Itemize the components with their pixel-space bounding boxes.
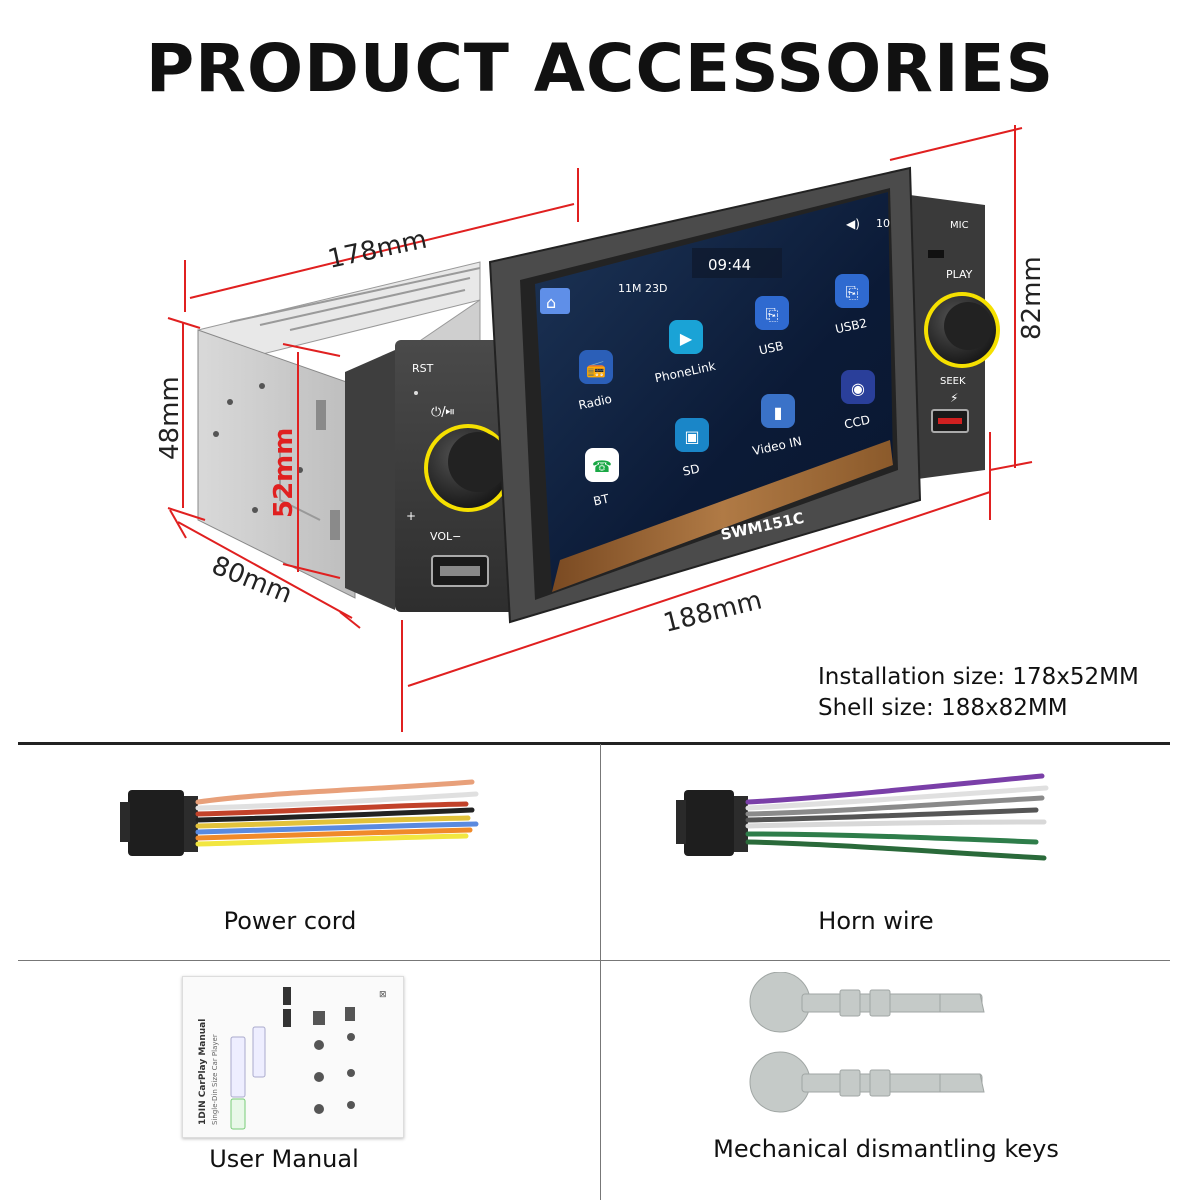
right-panel: MIC PLAY SEEK ⚡ [910, 195, 1000, 480]
rst-label: RST [412, 362, 434, 375]
shell-size-text: Shell size: 188x82MM [818, 695, 1068, 721]
corner-icon: ⊠ [379, 990, 387, 1000]
app-label: Radio [577, 392, 613, 413]
video-in-icon: ▮ [774, 403, 783, 422]
english-tab [283, 987, 291, 1005]
size-info: Installation size: 178x52MM Shell size: … [818, 662, 1139, 724]
app-tile-usb[interactable]: ⎘ USB [755, 296, 789, 357]
power-cord-image [120, 779, 479, 856]
horn-wire-image [676, 773, 1049, 861]
touch-screen[interactable]: ⌂ 11M 23D 09:44 ◀) 10 [535, 192, 893, 592]
power-mute-icon: ⏻/⏯ [431, 405, 455, 420]
mirrorlink-badge [230, 1036, 246, 1098]
app-label: CCD [843, 413, 871, 432]
charge-icon: ⚡ [950, 391, 958, 405]
radio-icon: 📻 [586, 359, 606, 378]
volume-value: 10 [876, 217, 890, 230]
product-illustration: RST ⏻/⏯ + VOL− MIC PLAY SEEK ⚡ [155, 125, 1047, 732]
user-manual-label: User Manual [209, 1145, 359, 1173]
horn-wire-label: Horn wire [818, 907, 934, 935]
dim-52mm: 52mm [269, 428, 299, 518]
home-button[interactable] [540, 288, 570, 314]
time-text: 09:44 [708, 256, 751, 274]
seek-label: SEEK [940, 376, 966, 387]
date-text: 11M 23D [618, 282, 667, 295]
grid-vertical-line [600, 744, 601, 1200]
dim-82mm: 82mm [1017, 256, 1047, 340]
installation-size-text: Installation size: 178x52MM [818, 664, 1139, 690]
seek-knob[interactable] [924, 292, 1000, 368]
mic-label: MIC [950, 220, 969, 231]
camera-icon: ◉ [851, 379, 865, 398]
dim-178mm: 178mm [325, 225, 429, 275]
app-tile-ccd[interactable]: ◉ CCD [841, 370, 875, 432]
usb-icon: ⎘ [766, 305, 779, 324]
dismantling-keys-image [749, 972, 985, 1113]
app-label: BT [592, 491, 611, 508]
dim-48mm: 48mm [155, 376, 185, 460]
bluetooth-phone-icon: ☎ [592, 457, 612, 476]
dimension-lines [167, 125, 1033, 732]
rst-hole[interactable] [414, 391, 418, 395]
volume-status-icon: ◀) [846, 217, 860, 231]
app-tile-usb2[interactable]: ⎘ USB2 [834, 274, 869, 336]
app-label: SD [681, 461, 700, 478]
manual-title: 1DIN CarPlay Manual [198, 1019, 208, 1125]
dismantling-key-bottom [749, 1051, 985, 1113]
home-icon: ⌂ [546, 293, 556, 312]
grid-horizontal-line [18, 960, 1170, 961]
front-panel: RST ⏻/⏯ + VOL− [345, 340, 523, 612]
dismantling-key-top [749, 972, 985, 1033]
app-label: USB [758, 339, 785, 358]
mic-hole [928, 250, 944, 258]
dim-188mm: 188mm [660, 585, 765, 638]
manual-subtitle: Single-Din Size Car Player [211, 1034, 219, 1125]
manual-content: 1DIN CarPlay Manual Single-Din Size Car … [198, 987, 387, 1130]
app-tile-bt[interactable]: ☎ BT [585, 448, 619, 509]
phonelink-icon: ▶ [680, 329, 693, 348]
volume-knob[interactable] [424, 424, 512, 512]
app-label: USB2 [834, 316, 868, 336]
sd-card-icon: ▣ [684, 427, 699, 446]
usb-port-right[interactable] [931, 409, 969, 433]
section-divider [18, 742, 1170, 745]
android-auto-badge [252, 1026, 266, 1078]
dismantling-keys-label: Mechanical dismantling keys [713, 1135, 1059, 1163]
volume-plus-icon: + [406, 509, 416, 523]
usb-port-front[interactable] [431, 555, 489, 587]
power-cord-label: Power cord [223, 907, 357, 935]
usb2-icon: ⎘ [846, 283, 859, 302]
app-tile-sd[interactable]: ▣ SD [675, 418, 709, 479]
espanol-tab [283, 1009, 291, 1027]
page-title: PRODUCT ACCESSORIES [145, 30, 1055, 107]
app-tile-radio[interactable]: 📻 Radio [577, 350, 613, 412]
user-manual-image: 1DIN CarPlay Manual Single-Din Size Car … [182, 976, 404, 1138]
play-label: PLAY [946, 268, 973, 281]
vol-label: VOL− [430, 530, 461, 543]
carplay-badge [230, 1098, 246, 1130]
